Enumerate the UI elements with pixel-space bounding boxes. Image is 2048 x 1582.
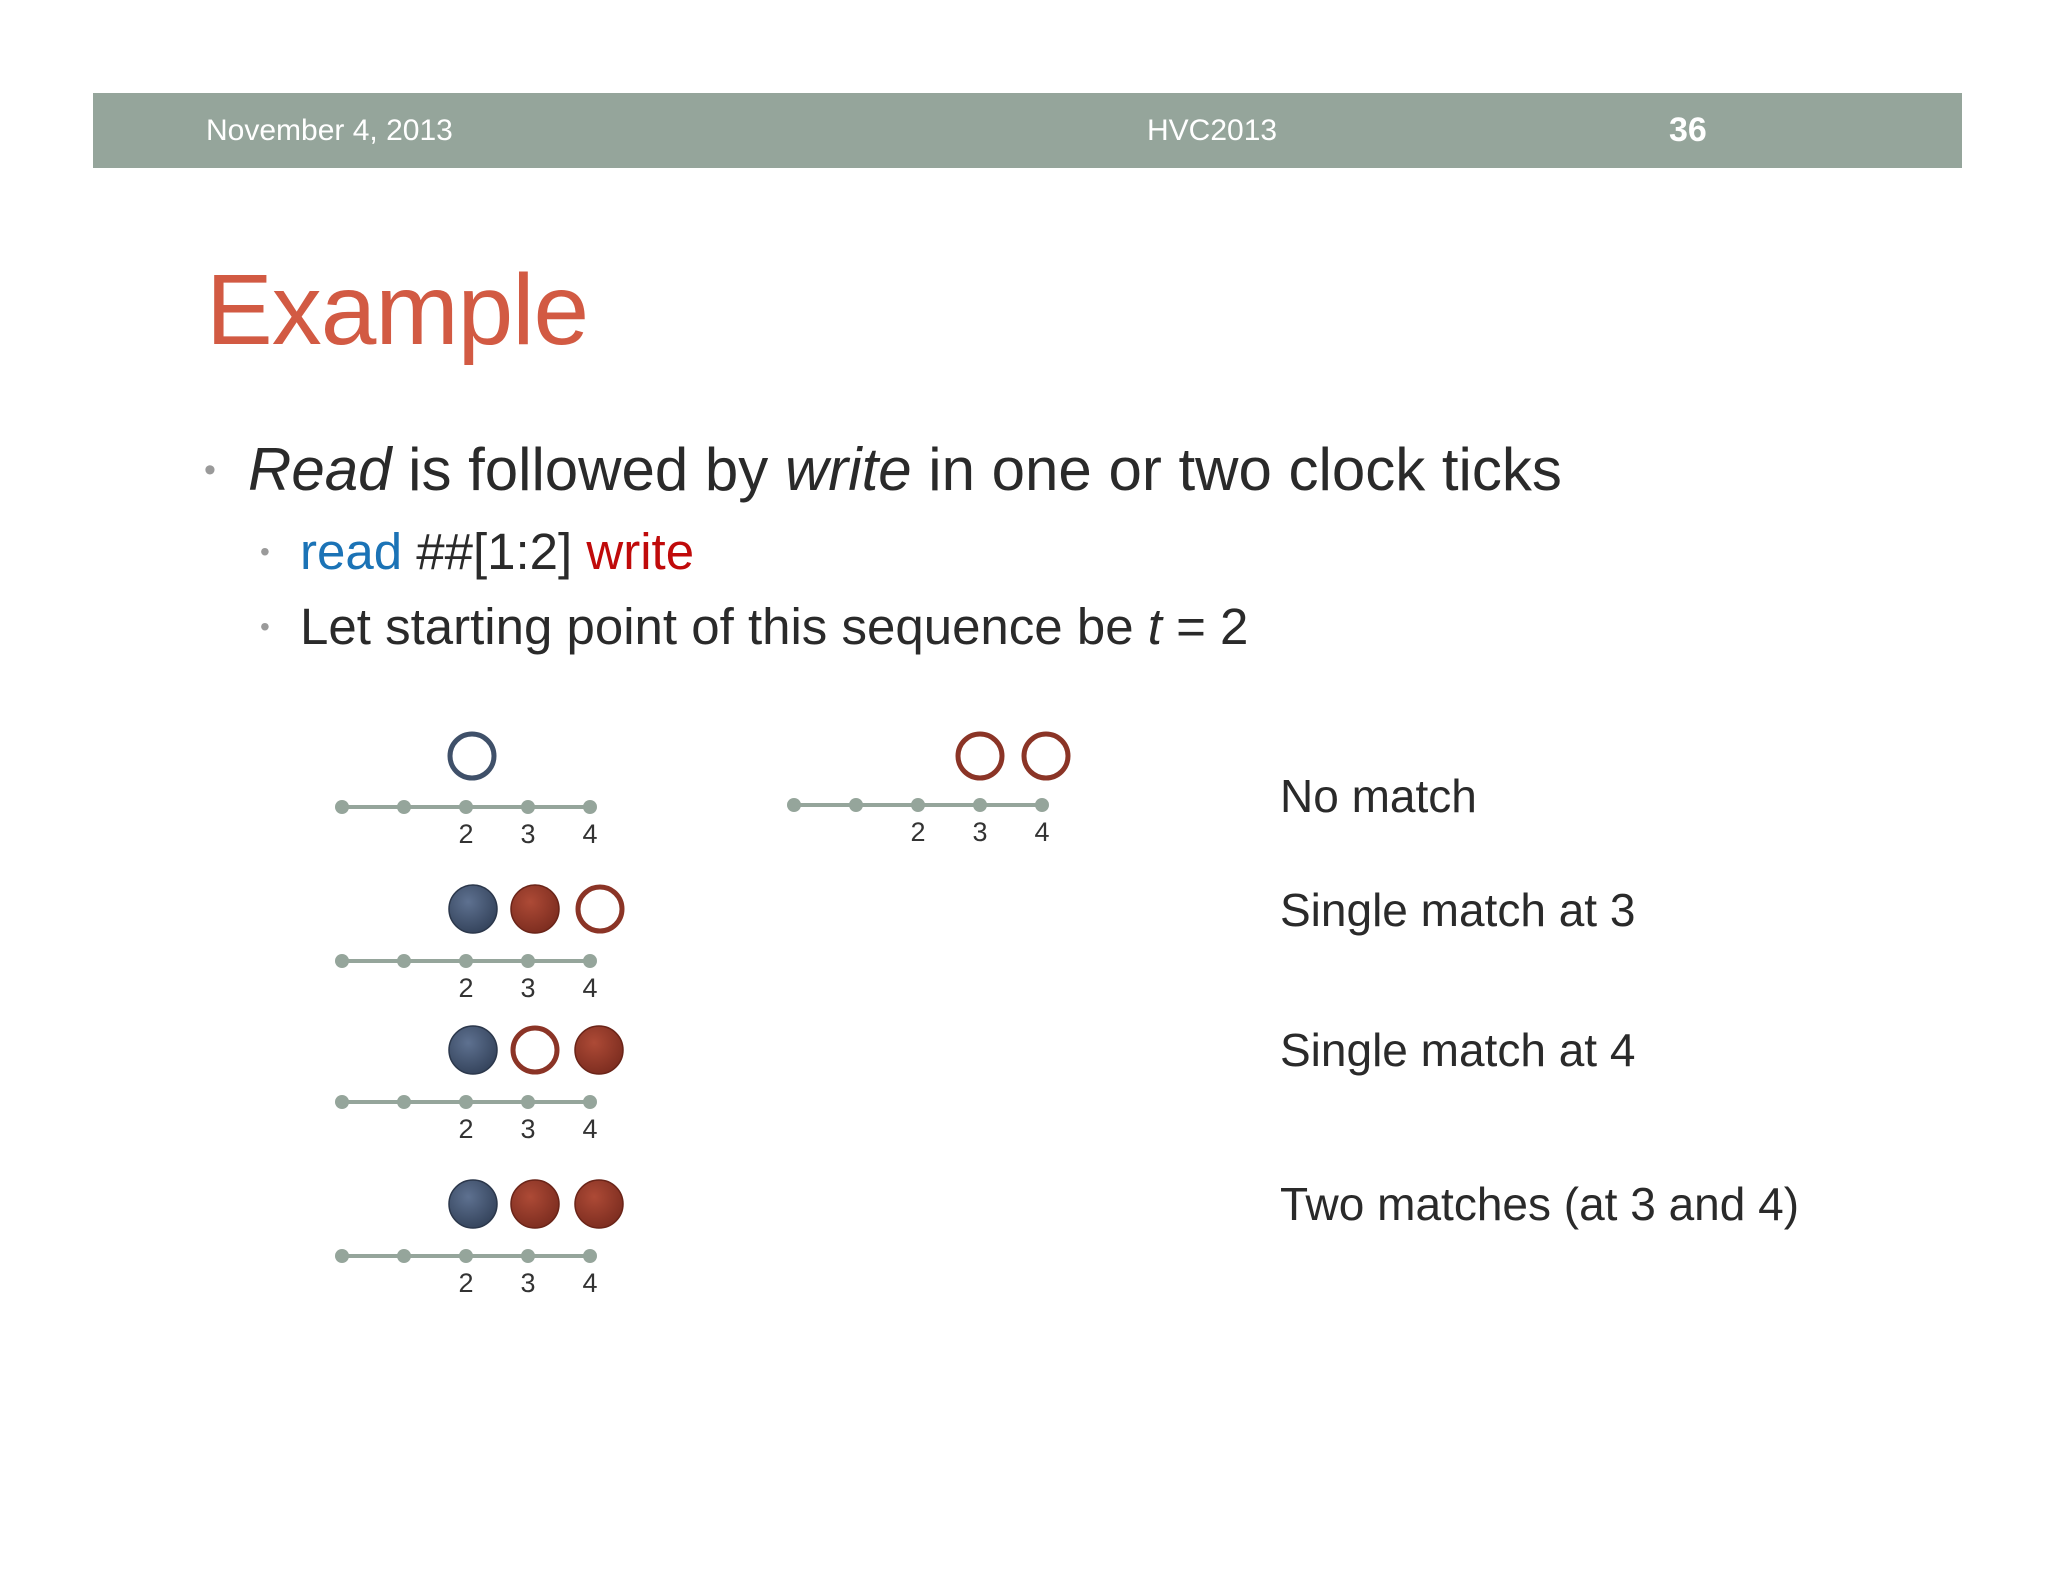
case-no-match-right: 2 3 4 — [787, 731, 1071, 847]
bullet-sub-sequence: • read ##[1:2] write — [260, 520, 695, 584]
write-word: write — [784, 436, 912, 503]
timeline-tick — [459, 1249, 473, 1263]
timeline-tick — [335, 800, 349, 814]
header-conference: HVC2013 — [1147, 114, 1278, 147]
header-date: November 4, 2013 — [206, 114, 453, 147]
read-word: Read — [248, 436, 392, 503]
tick-label: 2 — [458, 1268, 473, 1298]
write-event — [574, 1179, 624, 1229]
tick-label: 2 — [458, 819, 473, 849]
write-event — [510, 884, 560, 934]
timeline-tick — [335, 954, 349, 968]
write-event — [574, 1025, 624, 1075]
tick-label: 4 — [582, 819, 597, 849]
timeline-tick — [849, 798, 863, 812]
timeline-tick — [787, 798, 801, 812]
start-value: = 2 — [1161, 598, 1249, 655]
case-two-matches: 2 3 4 — [335, 1179, 624, 1298]
tick-label: 3 — [520, 1268, 535, 1298]
timeline-tick — [1035, 798, 1049, 812]
timeline-tick — [583, 954, 597, 968]
read-event — [448, 1179, 498, 1229]
timeline-tick — [397, 1249, 411, 1263]
bullet-text-end: in one or two clock ticks — [911, 436, 1562, 503]
timeline-tick — [583, 800, 597, 814]
slide-title: Example — [206, 254, 589, 366]
write-event-absent — [1021, 731, 1071, 781]
keyword-write: write — [586, 523, 695, 580]
case-label-match-at-3: Single match at 3 — [1280, 884, 1636, 936]
tick-label: 3 — [972, 817, 987, 847]
bullet-text: is followed by — [391, 436, 785, 503]
write-event — [510, 1179, 560, 1229]
timeline-tick — [397, 1095, 411, 1109]
timeline-tick — [459, 800, 473, 814]
write-event-absent — [510, 1025, 560, 1075]
write-event-absent — [575, 884, 625, 934]
timeline-tick — [397, 800, 411, 814]
tick-label: 3 — [520, 1114, 535, 1144]
timeline-tick — [335, 1095, 349, 1109]
case-match-at-4: 2 3 4 — [335, 1025, 624, 1144]
case-no-match-left: 2 3 4 — [335, 731, 598, 849]
tick-label: 3 — [520, 973, 535, 1003]
timeline-tick — [973, 798, 987, 812]
time-variable: t — [1147, 598, 1162, 655]
tick-label: 4 — [582, 973, 597, 1003]
read-event — [448, 1025, 498, 1075]
bullet-dot: • — [260, 536, 270, 567]
bullet-main: • Read is followed by write in one or tw… — [204, 430, 1562, 510]
tick-label: 2 — [458, 1114, 473, 1144]
start-text: Let starting point of this sequence be — [300, 598, 1148, 655]
case-match-at-3: 2 3 4 — [335, 884, 625, 1003]
tick-label: 4 — [1034, 817, 1049, 847]
tick-label: 4 — [582, 1114, 597, 1144]
timeline-tick — [459, 954, 473, 968]
tick-label: 2 — [910, 817, 925, 847]
timeline-tick — [583, 1249, 597, 1263]
write-event-absent — [955, 731, 1005, 781]
sequence-operator: ##[1:2] — [402, 523, 587, 580]
timeline-tick — [335, 1249, 349, 1263]
page-number: 36 — [1669, 111, 1707, 149]
timeline-tick — [521, 954, 535, 968]
case-label-match-at-4: Single match at 4 — [1280, 1024, 1636, 1076]
timeline-tick — [521, 800, 535, 814]
bullet-dot: • — [260, 611, 270, 642]
timeline-tick — [397, 954, 411, 968]
tick-label: 3 — [520, 819, 535, 849]
tick-label: 4 — [582, 1268, 597, 1298]
bullet-sub-start: • Let starting point of this sequence be… — [260, 595, 1249, 659]
case-label-no-match: No match — [1280, 770, 1477, 822]
header-bar: November 4, 2013 HVC2013 36 — [93, 93, 1962, 168]
read-event — [448, 884, 498, 934]
timeline-tick — [459, 1095, 473, 1109]
timeline-tick — [521, 1249, 535, 1263]
keyword-read: read — [300, 523, 403, 580]
read-event-absent — [447, 731, 497, 781]
tick-label: 2 — [458, 973, 473, 1003]
timeline-tick — [521, 1095, 535, 1109]
timeline-tick — [583, 1095, 597, 1109]
timeline-tick — [911, 798, 925, 812]
bullet-dot: • — [204, 451, 216, 489]
case-label-two-matches: Two matches (at 3 and 4) — [1280, 1178, 1800, 1230]
